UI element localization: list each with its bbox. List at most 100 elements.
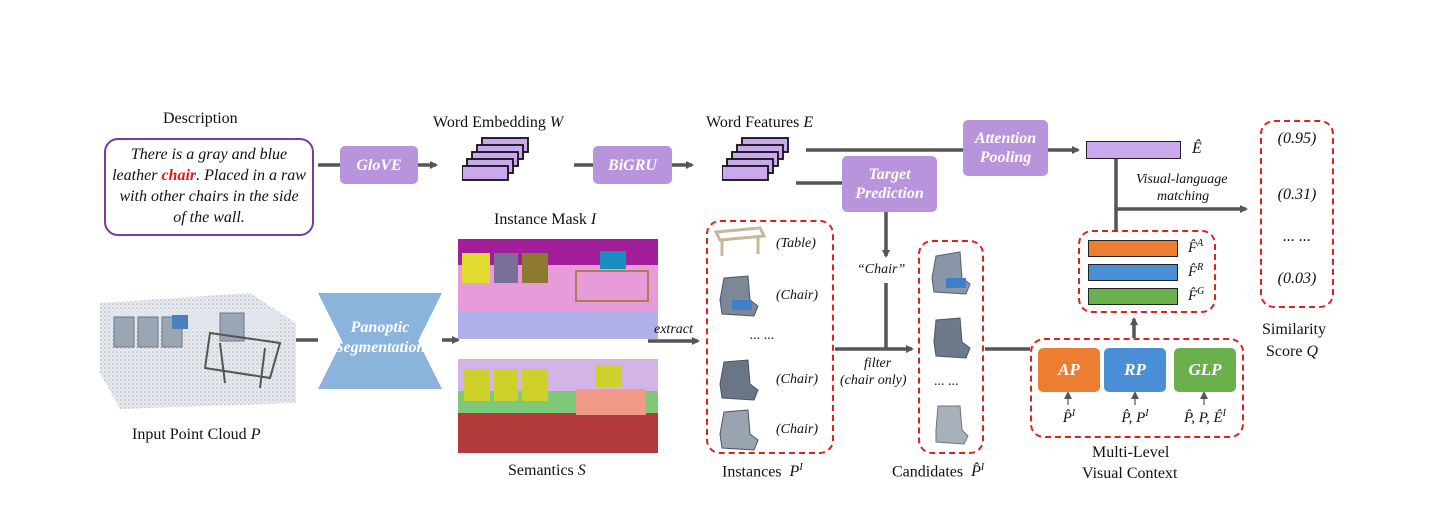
context-input-sup: I	[1222, 408, 1226, 419]
rp-module: RP	[1104, 348, 1166, 392]
feature-bar-a	[1088, 240, 1178, 257]
vl-matching-line2: matching	[1157, 189, 1210, 204]
instances-sup: I	[799, 462, 803, 473]
semantics-symbol: S	[577, 462, 586, 479]
filter-note-label: (chair only)	[840, 373, 907, 388]
instances-symbol: P	[789, 463, 800, 481]
description-title: Description	[163, 110, 238, 127]
instance-mask-text: Instance Mask	[494, 211, 587, 228]
feature-superscript: A	[1197, 238, 1204, 249]
candidates-symbol: P̂	[971, 463, 981, 481]
description-text-before: There is a gray and blue leather	[112, 146, 288, 184]
chair-object-image	[719, 359, 759, 401]
input-point-cloud-symbol: P	[250, 426, 261, 443]
description-text-after: . Placed in a raw with other chairs in t…	[119, 167, 306, 226]
input-point-cloud-label: Input Point Cloud P	[132, 426, 260, 444]
target-prediction-module: Target Prediction	[842, 156, 937, 212]
chair-object-image	[719, 275, 759, 317]
instance-label: (Chair)	[776, 288, 818, 303]
word-features-symbol: E	[803, 114, 814, 131]
instance-label: (Table)	[776, 236, 816, 251]
word-embedding-label: Word Embedding W	[433, 114, 563, 132]
instance-mask-label: Instance Mask I	[494, 211, 596, 229]
score-item: (0.31)	[1277, 186, 1317, 203]
input-point-cloud-image	[100, 293, 296, 409]
instance-label: (Chair)	[776, 372, 818, 387]
context-input-text: P̂	[1062, 410, 1072, 426]
feature-bar-g	[1088, 288, 1178, 305]
feature-symbol: F̂	[1188, 240, 1198, 256]
candidates-box: ... ...	[918, 240, 984, 454]
ap-input-label: P̂I	[1038, 408, 1100, 427]
e-hat-bar	[1086, 141, 1181, 159]
instance-mask-symbol: I	[590, 211, 597, 228]
word-embedding-stack-icon	[462, 137, 529, 181]
context-input-text: P̂, P, Ê	[1184, 410, 1223, 426]
candidate-chair-image-2	[933, 317, 971, 359]
similarity-label-line2: Score Q	[1266, 343, 1318, 361]
similarity-label-line1: Similarity	[1262, 321, 1326, 338]
semantics-image	[458, 359, 658, 453]
score-item: (0.95)	[1277, 130, 1317, 147]
feature-label-a: F̂A	[1188, 238, 1203, 257]
multi-level-label-line1: Multi-Level	[1092, 444, 1170, 461]
chair-object-image	[719, 409, 759, 451]
instances-text: Instances	[722, 463, 782, 481]
feature-superscript: R	[1197, 262, 1204, 273]
vl-matching-line1: Visual-language	[1136, 172, 1228, 187]
table-object-image	[714, 226, 766, 256]
instance-mask-image	[458, 239, 658, 339]
feature-superscript: G	[1197, 286, 1205, 297]
instances-label: Instances PI	[722, 462, 803, 481]
score-item: (0.03)	[1277, 270, 1317, 287]
instance-label: (Chair)	[776, 422, 818, 437]
semantics-text: Semantics	[508, 462, 574, 479]
semantics-label: Semantics S	[508, 462, 586, 480]
candidate-ellipsis: ... ...	[934, 374, 959, 389]
description-highlight: chair	[161, 167, 197, 184]
multi-level-label-line2: Visual Context	[1082, 465, 1178, 482]
attention-pooling-module: Attention Pooling	[963, 120, 1048, 176]
similarity-symbol: Q	[1306, 343, 1318, 360]
description-box: There is a gray and blue leather chair. …	[104, 138, 314, 236]
input-point-cloud-text: Input Point Cloud	[132, 426, 247, 443]
glp-module: GLP	[1174, 348, 1236, 392]
scores-box: (0.95) (0.31) ... ... (0.03)	[1260, 120, 1334, 308]
e-hat-label: Ê	[1192, 140, 1202, 157]
feature-bar-r	[1088, 264, 1178, 281]
word-features-stack-icon	[722, 137, 789, 181]
filter-label: filter	[864, 356, 892, 371]
glove-module: GloVE	[340, 146, 418, 184]
word-features-label: Word Features E	[706, 114, 813, 132]
feature-symbol: F̂	[1188, 288, 1198, 304]
feature-symbol: F̂	[1188, 264, 1198, 280]
candidates-label: Candidates P̂I	[892, 462, 984, 481]
score-item: ... ...	[1283, 228, 1311, 245]
chair-quote-label: “Chair”	[857, 262, 906, 277]
glp-input-label: P̂, P, ÊI	[1174, 408, 1236, 427]
ap-module: AP	[1038, 348, 1100, 392]
extract-label: extract	[654, 322, 693, 337]
word-embedding-text: Word Embedding	[433, 114, 546, 131]
panoptic-segmentation-label: Panoptic Segmentation	[334, 319, 426, 356]
candidate-chair-image-1	[931, 251, 971, 295]
context-input-sup: I	[1071, 408, 1076, 419]
similarity-text: Score	[1266, 343, 1303, 360]
feature-label-g: F̂G	[1188, 286, 1204, 305]
word-features-text: Word Features	[706, 114, 800, 131]
context-input-text: P̂, P	[1121, 410, 1146, 426]
rp-input-label: P̂, PI	[1104, 408, 1166, 427]
bigru-module: BiGRU	[593, 146, 672, 184]
candidates-sup: I	[980, 462, 985, 473]
instance-label: ... ...	[750, 328, 775, 343]
panoptic-shape	[318, 293, 442, 389]
feature-label-r: F̂R	[1188, 262, 1203, 281]
instances-box: (Table) (Chair) ... ... (Chair) (Chair)	[706, 220, 834, 454]
context-input-sup: I	[1145, 408, 1149, 419]
candidates-text: Candidates	[892, 463, 964, 481]
word-embedding-symbol: W	[549, 114, 564, 131]
